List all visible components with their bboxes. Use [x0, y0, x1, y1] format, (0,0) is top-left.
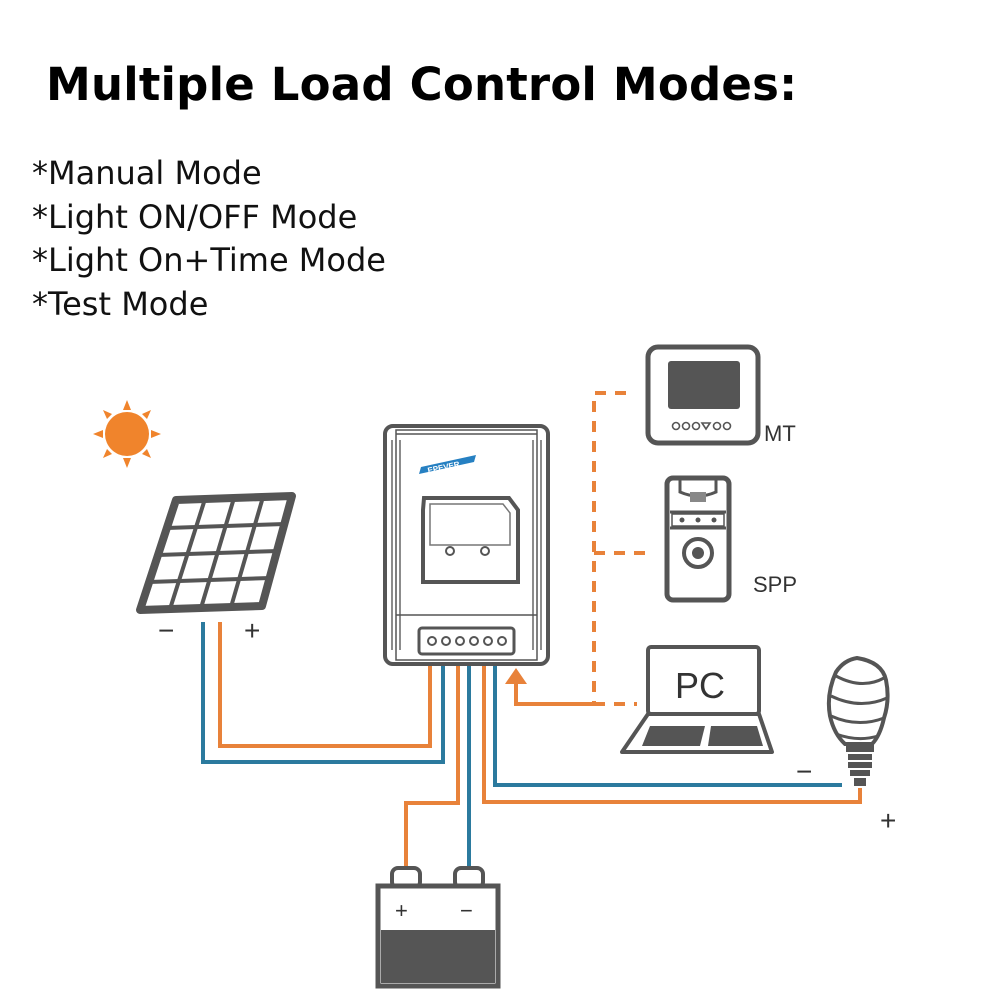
panel-positive-label: + — [244, 615, 260, 646]
laptop-pc-icon — [620, 645, 774, 754]
mt-label: MT — [764, 421, 796, 446]
load-positive-label: + — [880, 805, 896, 836]
mode-list: *Manual Mode *Light ON/OFF Mode *Light O… — [32, 152, 386, 326]
wire-panel-negative — [201, 622, 445, 764]
battery-positive-label: + — [395, 898, 408, 923]
comm-arrow — [505, 668, 594, 706]
mode-item-test: *Test Mode — [32, 284, 209, 323]
load-negative-label: − — [796, 756, 812, 787]
mode-item-light-on-off: *Light ON/OFF Mode — [32, 197, 358, 236]
light-bulb-icon — [826, 655, 890, 786]
wire-load-negative — [493, 664, 842, 787]
wire-panel-positive — [218, 622, 432, 748]
page-title: Multiple Load Control Modes: — [46, 58, 798, 111]
battery-icon — [375, 866, 501, 989]
wires — [201, 622, 862, 878]
mode-item-light-on-time: *Light On+Time Mode — [32, 241, 386, 279]
comm-bus — [592, 391, 647, 706]
panel-negative-label: − — [158, 615, 174, 646]
brand-logo — [419, 455, 476, 474]
battery-negative-label: − — [460, 898, 473, 923]
mode-item-manual: *Manual Mode — [32, 154, 262, 192]
wire-load-positive — [482, 664, 862, 804]
charge-controller: EPEVER — [383, 424, 550, 666]
solar-panel-icon — [136, 492, 296, 614]
pc-label: PC — [675, 665, 725, 706]
mt-meter-icon — [645, 344, 761, 446]
wire-battery-positive — [404, 664, 460, 878]
spp-label: SPP — [753, 572, 797, 597]
sun-icon — [93, 400, 161, 468]
spp-device-icon — [664, 475, 732, 603]
